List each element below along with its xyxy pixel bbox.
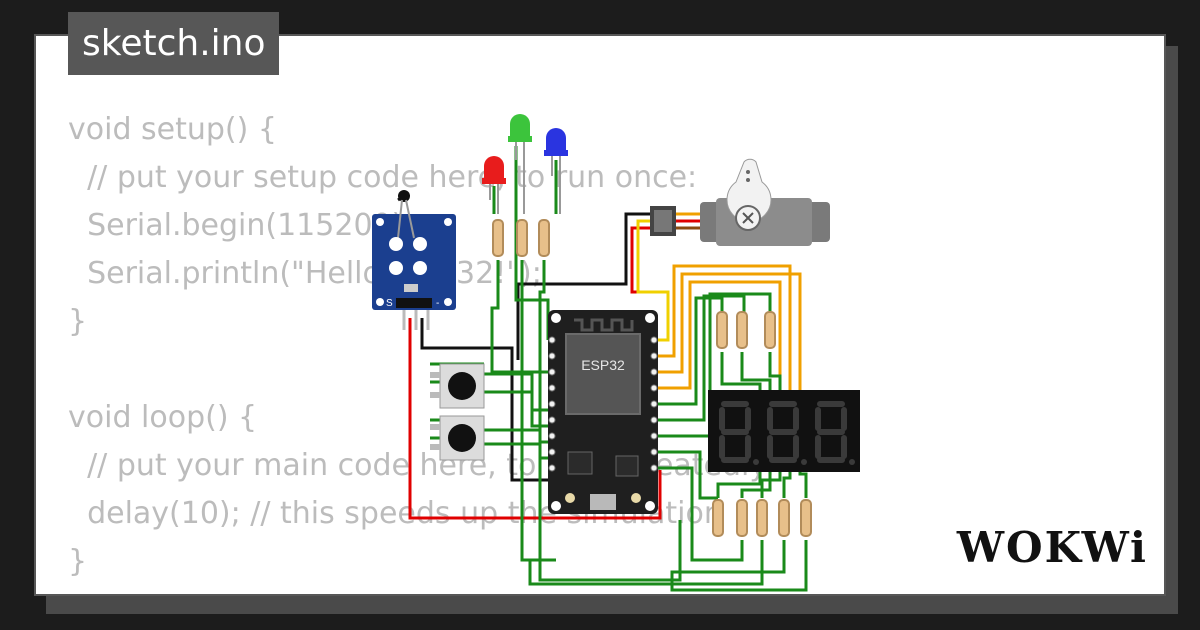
push-button-1[interactable] xyxy=(430,363,485,409)
mcu-label: ESP32 xyxy=(581,357,625,373)
seven-segment-display[interactable] xyxy=(708,390,860,472)
code-line: // put your setup code here, to run once… xyxy=(68,160,698,195)
servo-motor[interactable] xyxy=(650,158,830,246)
code-line: void setup() { xyxy=(68,112,277,147)
code-line: } xyxy=(68,544,88,579)
code-line: Serial.begin(115200); xyxy=(68,208,414,243)
led-red[interactable] xyxy=(482,156,506,214)
sensor-pin-s: S xyxy=(386,298,393,309)
wokwi-logo[interactable]: WOKWi xyxy=(956,523,1148,572)
resistors[interactable] xyxy=(492,219,812,537)
code-line: } xyxy=(68,304,88,339)
sensor-pin-minus: - xyxy=(436,298,439,309)
push-button-2[interactable] xyxy=(430,415,485,461)
code-line: void loop() { xyxy=(68,400,258,435)
file-tab[interactable]: sketch.ino xyxy=(68,12,280,75)
signal-wires xyxy=(636,219,802,392)
code-editor[interactable]: void setup() { // put your setup code he… xyxy=(68,106,775,586)
esp32-board[interactable]: ESP32 xyxy=(548,310,658,514)
led-green[interactable] xyxy=(508,114,532,214)
thermistor-sensor-module[interactable]: S - xyxy=(372,190,456,330)
green-wires xyxy=(430,146,808,592)
led-blue[interactable] xyxy=(544,128,568,214)
